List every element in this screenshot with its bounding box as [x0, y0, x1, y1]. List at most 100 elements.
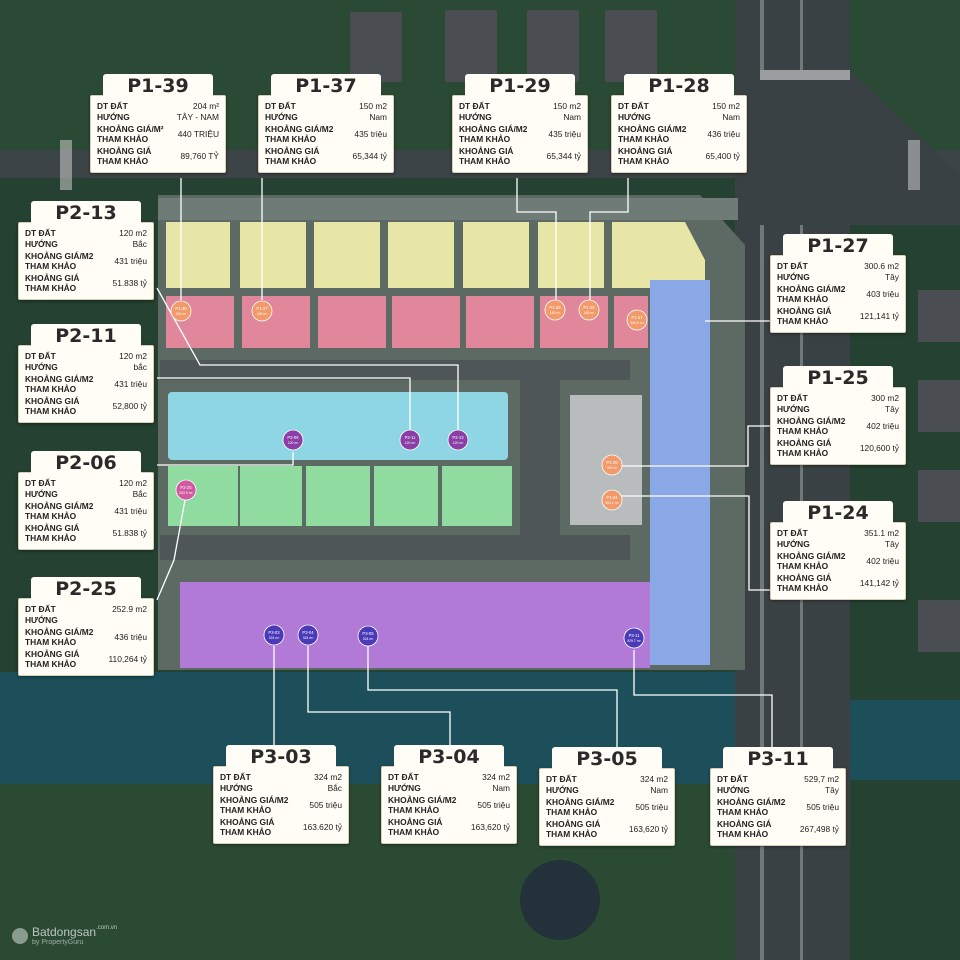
lot-area-label: DT ĐẤT: [717, 774, 748, 784]
lot-marker-circle[interactable]: [623, 627, 645, 649]
lot-marker-circle[interactable]: [399, 429, 421, 451]
lot-direction-value: Bắc: [132, 489, 147, 499]
lot-total-price-value: 120,600 tỷ: [859, 442, 899, 453]
lot-unit-price-label: KHOẢNG GIÁ/M2 THAM KHẢO: [618, 123, 687, 144]
lot-marker-area: 252.9 m²: [179, 491, 193, 495]
lot-marker-circle[interactable]: [601, 454, 623, 476]
lot-marker-circle[interactable]: [357, 625, 379, 647]
lot-marker-circle[interactable]: [544, 299, 566, 321]
lot-marker-circle[interactable]: [578, 299, 600, 321]
lot-total-price-value: 267,498 tỷ: [799, 823, 839, 834]
lot-marker-id: P1-28: [583, 305, 595, 310]
lot-marker-id: P2-25: [180, 485, 192, 490]
lot-marker-circle[interactable]: [601, 489, 623, 511]
lot-unit-price-label: KHOẢNG GIÁ/M2 THAM KHẢO: [546, 796, 615, 817]
lot-total-price-label: KHOẢNG GIÁ THAM KHẢO: [220, 816, 275, 837]
lot-marker-circle[interactable]: [251, 300, 273, 322]
lot-card-title: P2-13: [31, 201, 141, 225]
lot-unit-price-value: 505 triệu: [477, 799, 510, 810]
lot-direction-row: HƯỚNG: [25, 615, 147, 625]
lot-marker-id: P3-03: [268, 630, 280, 635]
zone-yellow: [166, 222, 705, 288]
batdongsan-logo-icon: [12, 927, 28, 944]
lot-direction-label: HƯỚNG: [618, 112, 651, 122]
lot-unit-price-label: KHOẢNG GIÁ/M2 THAM KHẢO: [777, 283, 846, 304]
lot-marker-circle[interactable]: [263, 624, 285, 646]
lot-area-label: DT ĐẤT: [777, 261, 808, 271]
lot-total-price-label: KHOẢNG GIÁ THAM KHẢO: [97, 145, 152, 166]
lot-unit-price-value: 431 triệu: [114, 378, 147, 389]
lot-marker-circle[interactable]: [282, 429, 304, 451]
lot-marker-circle[interactable]: [297, 624, 319, 646]
lot-marker-circle[interactable]: [170, 300, 192, 322]
lot-card-title: P3-11: [723, 747, 833, 771]
lot-direction-label: HƯỚNG: [25, 615, 58, 625]
lot-unit-price-label: KHOẢNG GIÁ/M2 THAM KHẢO: [777, 550, 846, 571]
lot-unit-price-value: 403 triệu: [866, 288, 899, 299]
lot-area-value: 300 m2: [871, 393, 899, 403]
lot-marker-circle[interactable]: [447, 429, 469, 451]
zone-blue: [650, 280, 710, 665]
lot-total-price-value: 163,620 tỷ: [628, 823, 668, 834]
lot-marker-circle[interactable]: [175, 479, 197, 501]
leader-line: [589, 178, 629, 300]
lot-marker-id: P1-29: [549, 305, 561, 310]
lot-area-label: DT ĐẤT: [220, 772, 251, 782]
lot-area-value: 120 m2: [119, 478, 147, 488]
lot-direction-value: Nam: [369, 112, 387, 122]
lot-marker-id: P2-13: [452, 435, 464, 440]
lot-unit-price-value: 435 triệu: [354, 128, 387, 139]
lot-card-title: P1-28: [624, 74, 734, 98]
lot-marker-circle[interactable]: [626, 309, 648, 331]
lot-total-price-value: 65,344 tỷ: [546, 150, 581, 161]
lot-area-value: 120 m2: [119, 351, 147, 361]
lot-total-price-value: 52,800 tỷ: [112, 400, 147, 411]
lot-area-value: 150 m2: [553, 101, 581, 111]
lot-area-label: DT ĐẤT: [546, 774, 577, 784]
leader-line: [633, 650, 773, 768]
lot-unit-price-value: 402 triệu: [866, 420, 899, 431]
